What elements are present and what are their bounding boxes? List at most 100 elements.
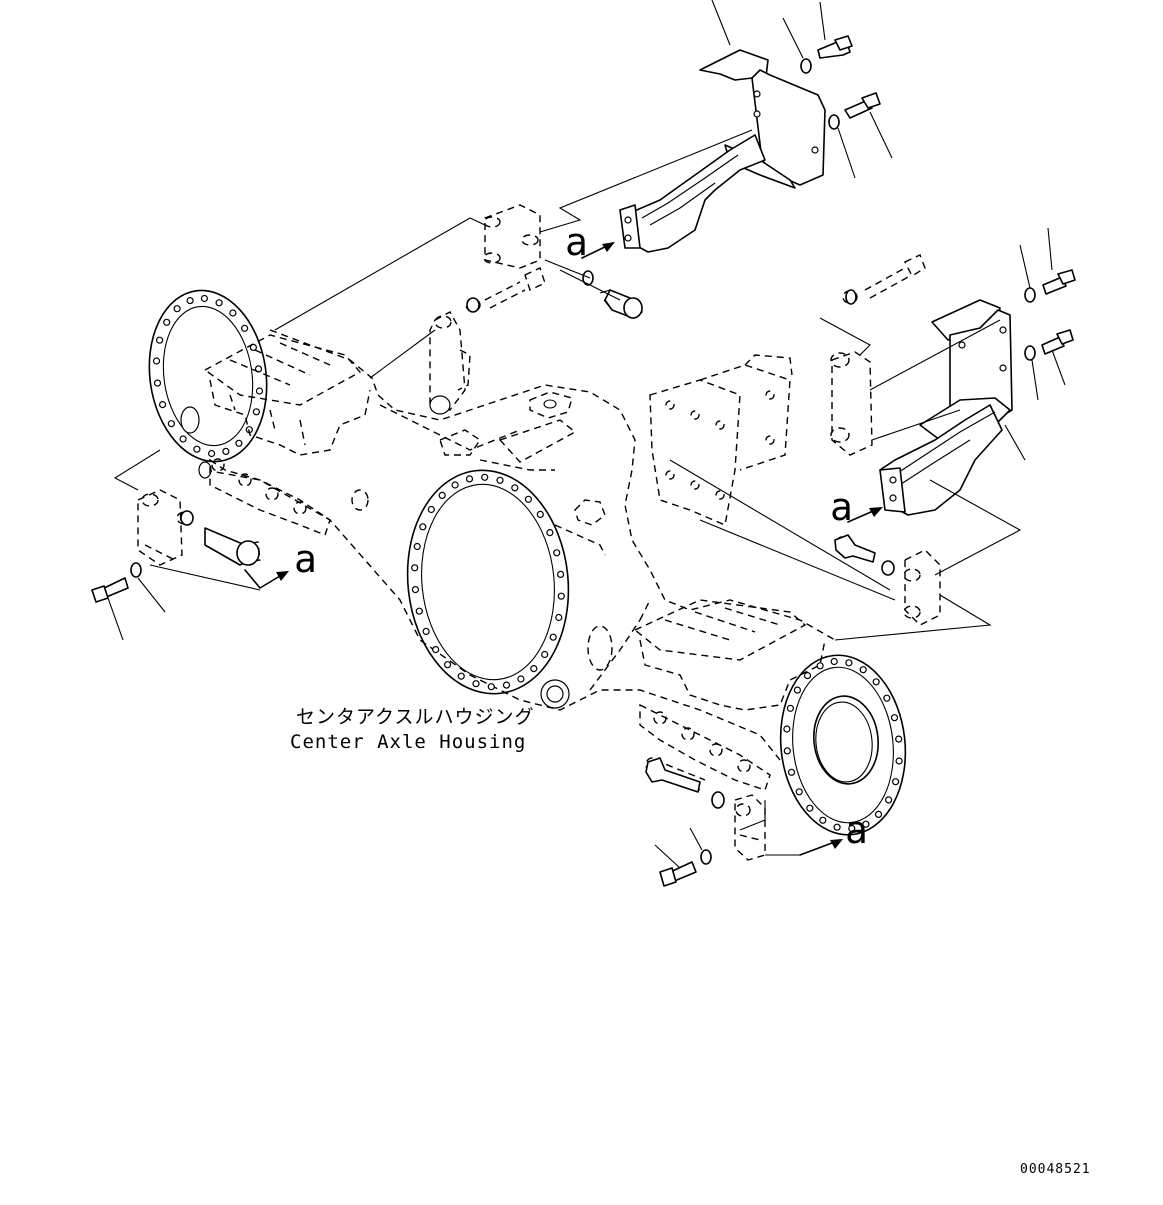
bore-bolt-hole	[536, 510, 544, 519]
flange-bolt-hole	[830, 657, 838, 666]
link-plate-right-mid	[830, 351, 873, 456]
flange-bolt-hole	[255, 387, 264, 395]
bore-bolt-hole	[451, 481, 459, 489]
right-guard-bracket	[879, 299, 1013, 516]
bolt-bottom-dash	[645, 757, 701, 793]
flange-bolt-hole	[200, 294, 208, 303]
bore-bolt-hole	[487, 683, 495, 691]
pin-upper	[599, 289, 643, 319]
center-mount-bracket	[649, 354, 793, 526]
flange-bolt-hole	[848, 824, 856, 833]
bore-bolt-hole	[419, 523, 427, 531]
flange-bolt-hole	[786, 704, 795, 712]
flange-bolt-hole	[156, 336, 164, 344]
housing-bosses	[439, 391, 606, 556]
svg-text:a: a	[565, 220, 588, 264]
flange-bolt-hole	[845, 659, 853, 667]
bore-bolt-hole	[524, 495, 533, 503]
bore-bolt-hole	[422, 627, 430, 636]
detail-marker-left: a	[244, 537, 317, 589]
link-plate-right-low	[903, 549, 941, 626]
svg-text:a: a	[294, 537, 317, 581]
washer-bottom-pin	[711, 791, 725, 809]
flange-bolt-hole	[252, 408, 260, 416]
bore-bolt-hole	[432, 645, 440, 654]
bolt-right-1	[1024, 269, 1076, 303]
right-axle-flange	[779, 654, 907, 836]
bolt-bottom	[659, 849, 712, 887]
flange-bolt-hole	[890, 714, 899, 722]
differential-bore	[351, 469, 613, 709]
flange-bolt-hole	[874, 810, 883, 819]
flange-bolt-hole	[208, 449, 216, 458]
bore-bolt-hole	[413, 542, 421, 551]
svg-text:a: a	[845, 808, 868, 852]
washer-top-1	[800, 58, 812, 74]
flange-bolt-hole	[883, 694, 891, 702]
flange-bolt-hole	[193, 445, 201, 453]
caption-japanese: センタアクスルハウジング	[296, 706, 534, 728]
washer-right-pin	[845, 289, 857, 305]
flange-bolt-hole	[833, 823, 841, 831]
bore-bolt-hole	[496, 476, 504, 484]
flange-bolt-hole	[884, 796, 893, 804]
detail-marker-right: a	[830, 485, 883, 529]
flange-bolt-hole	[163, 318, 171, 326]
flange-bolt-hole	[153, 379, 162, 387]
bore-bolt-hole	[502, 681, 511, 689]
flange-bolt-hole	[816, 662, 824, 670]
washer-left-pin	[180, 510, 194, 526]
bore-bolt-hole	[427, 505, 435, 514]
bore-bolt-hole	[481, 473, 489, 481]
bolt-left	[91, 562, 142, 603]
link-plate-left	[137, 489, 194, 566]
bore-bolt-hole	[555, 613, 563, 622]
left-axle-flange	[148, 289, 268, 479]
assembly-lines	[107, 0, 1066, 869]
flange-bolt-hole	[787, 768, 796, 776]
bore-bolt-hole	[557, 592, 565, 600]
link-plate-upper	[483, 204, 541, 269]
upper-guard-bracket	[619, 49, 826, 253]
flange-bolt-hole	[173, 305, 181, 313]
flange-bolt-hole	[229, 309, 237, 317]
pin-left	[204, 527, 260, 566]
detail-marker-bottom: a	[799, 808, 868, 856]
link-plate-bottom	[734, 794, 766, 861]
bore-bolt-hole	[411, 564, 419, 572]
flange-bolt-hole	[215, 299, 223, 307]
flange-bolt-hole	[895, 757, 903, 765]
detail-marker-upper: a	[565, 220, 615, 264]
flange-bolt-hole	[793, 686, 802, 694]
bore-bolt-hole	[465, 475, 474, 483]
right-housing-ribs	[633, 599, 826, 791]
bore-bolt-hole	[517, 675, 525, 683]
bore-bolt-hole	[530, 664, 538, 673]
bore-bolt-hole	[546, 528, 554, 537]
washer-center-pin	[466, 297, 480, 313]
link-plate-center	[429, 311, 471, 415]
bore-bolt-hole	[472, 680, 480, 688]
flange-bolt-hole	[783, 725, 791, 733]
bore-bolt-hole	[549, 633, 557, 641]
flange-bolt-hole	[859, 666, 867, 674]
flange-bolt-hole	[895, 735, 903, 743]
bolt-top-2	[828, 92, 881, 130]
flange-bolt-hole	[179, 435, 187, 443]
flange-bolt-hole	[783, 747, 791, 755]
flange-bolt-hole	[152, 357, 161, 365]
flange-bolt-hole	[803, 671, 812, 680]
flange-bolt-hole	[167, 420, 175, 428]
left-housing-ribs	[203, 334, 371, 536]
flange-bolt-hole	[241, 324, 249, 332]
bolt-right-2	[1024, 329, 1074, 361]
bore-bolt-hole	[411, 585, 419, 594]
flange-bolt-hole	[806, 804, 814, 812]
bore-bolt-hole	[438, 491, 446, 499]
bore-bolt-hole	[415, 607, 423, 615]
flange-bolt-hole	[159, 401, 167, 409]
flange-bolt-hole	[222, 447, 230, 455]
flange-bolt-hole	[235, 439, 243, 447]
flange-bolt-hole	[819, 816, 827, 824]
